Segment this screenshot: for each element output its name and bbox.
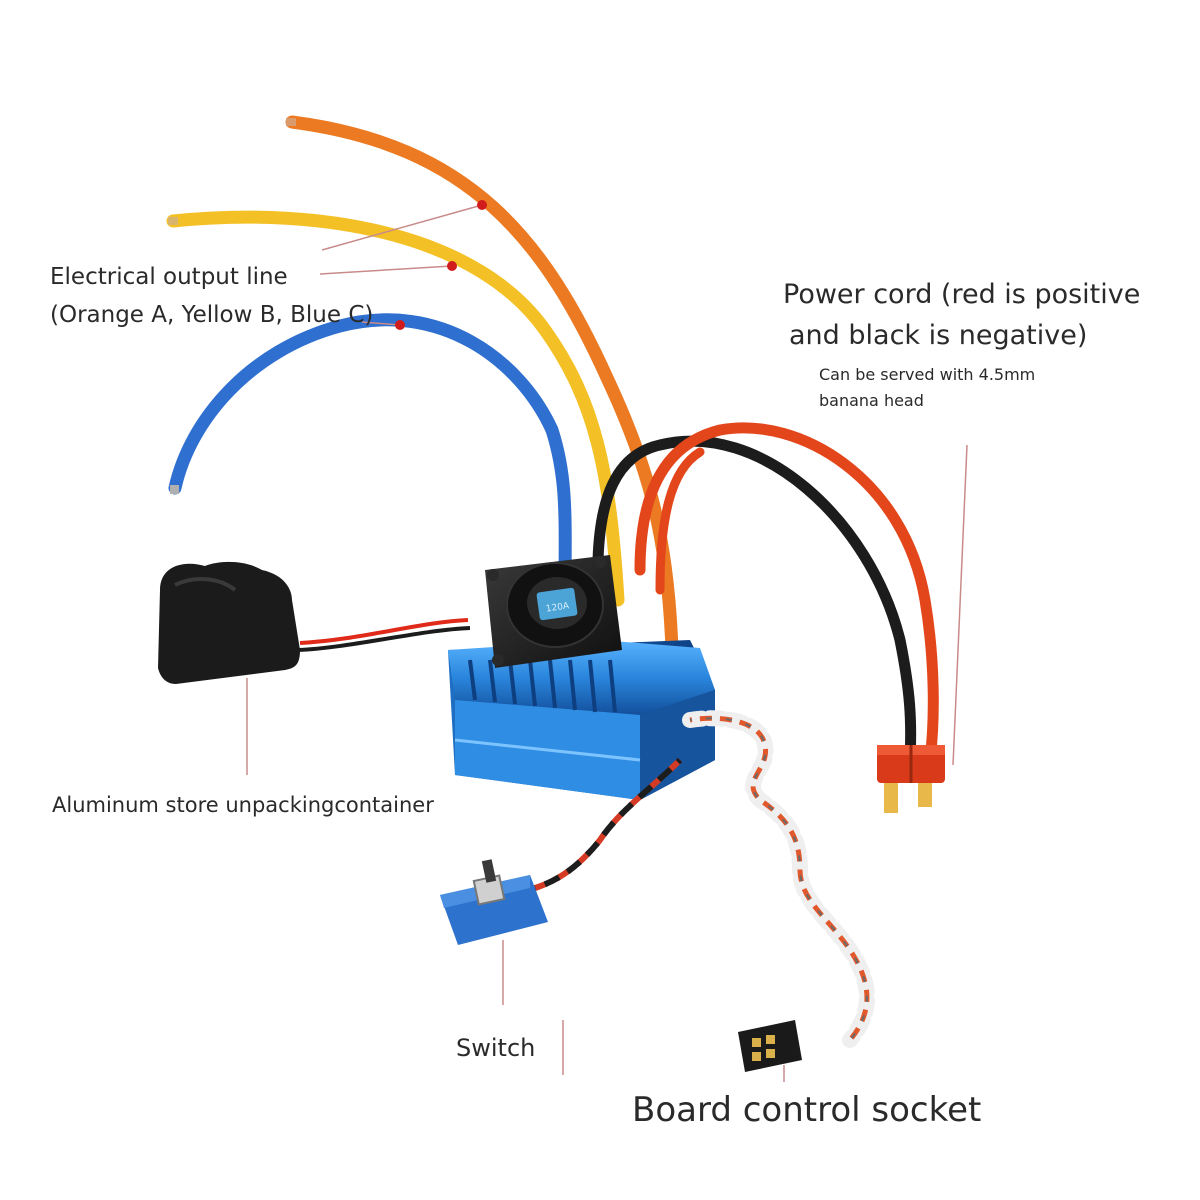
servo-connector xyxy=(738,1020,802,1072)
capacitor-block xyxy=(158,561,471,684)
blue-wire xyxy=(168,313,572,607)
yellow-wire xyxy=(166,210,625,607)
cooling-fan: 120A xyxy=(485,555,622,668)
red-power-wire-2 xyxy=(655,447,705,595)
servo-lead xyxy=(682,710,875,1048)
leader-lines xyxy=(246,204,968,1082)
output-line-label: Electrical output line (Orange A, Yellow… xyxy=(50,264,374,328)
esc-marking: 120A xyxy=(545,601,570,614)
red-power-wire xyxy=(634,422,939,766)
power-cord-label: Power cord (red is positive and black is… xyxy=(783,279,1141,410)
leader-dots xyxy=(395,200,487,330)
switch-label: Switch xyxy=(456,1034,536,1062)
black-power-wire xyxy=(592,435,917,766)
t-plug-connector xyxy=(877,745,945,813)
aluminum-container-label: Aluminum store unpackingcontainer xyxy=(52,793,434,817)
switch-assembly xyxy=(440,757,683,945)
board-socket-label: Board control socket xyxy=(632,1090,982,1130)
power-cord xyxy=(592,422,939,766)
esc-body xyxy=(448,640,715,800)
